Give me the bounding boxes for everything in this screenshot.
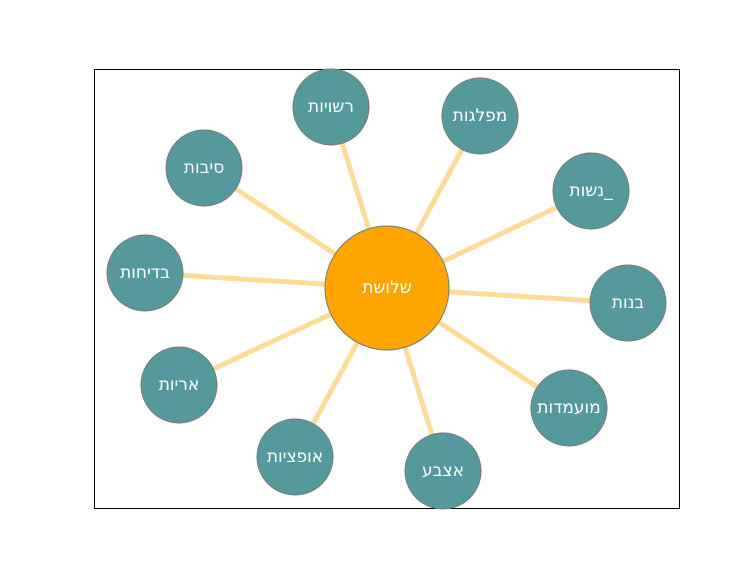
node-circle <box>530 369 608 447</box>
node-siboot: סיבות <box>165 129 243 207</box>
plot-frame <box>94 69 680 509</box>
node-label: אריות <box>159 375 200 395</box>
node-rshuyot: רשויות <box>292 68 370 146</box>
node-circle <box>256 418 334 496</box>
node-nashot: נשות_ <box>552 152 630 230</box>
center-label: שלושת <box>362 278 412 298</box>
node-circle <box>589 264 667 342</box>
nodes-layer: רשויות מפלגות סיבות נשות_ בדיחות בנות אריות מוע… <box>106 68 667 510</box>
node-label: מועמדות <box>537 398 600 418</box>
node-ariyot: אריות <box>140 346 218 424</box>
center-circle <box>324 225 450 351</box>
node-label: נשות_ <box>569 181 613 201</box>
node-etzba: אצבע <box>404 432 482 510</box>
node-bdichot: בדיחות <box>106 234 184 312</box>
node-label: אצבע <box>422 461 464 481</box>
node-circle <box>165 129 243 207</box>
node-circle <box>404 432 482 510</box>
node-moamadot: מועמדות <box>530 369 608 447</box>
node-circle <box>292 68 370 146</box>
node-label: סיבות <box>184 158 224 178</box>
node-circle <box>106 234 184 312</box>
node-label: בנות <box>612 293 645 313</box>
node-label: אופציות <box>267 447 323 467</box>
node-circle <box>140 346 218 424</box>
node-banot: בנות <box>589 264 667 342</box>
node-optziot: אופציות <box>256 418 334 496</box>
node-label: בדיחות <box>120 263 170 283</box>
node-circle <box>552 152 630 230</box>
node-center: שלושת <box>324 225 450 351</box>
node-circle <box>441 77 519 155</box>
node-miflagot: מפלגות <box>441 77 519 155</box>
node-label: מפלגות <box>453 106 508 126</box>
node-label: רשויות <box>308 97 354 117</box>
